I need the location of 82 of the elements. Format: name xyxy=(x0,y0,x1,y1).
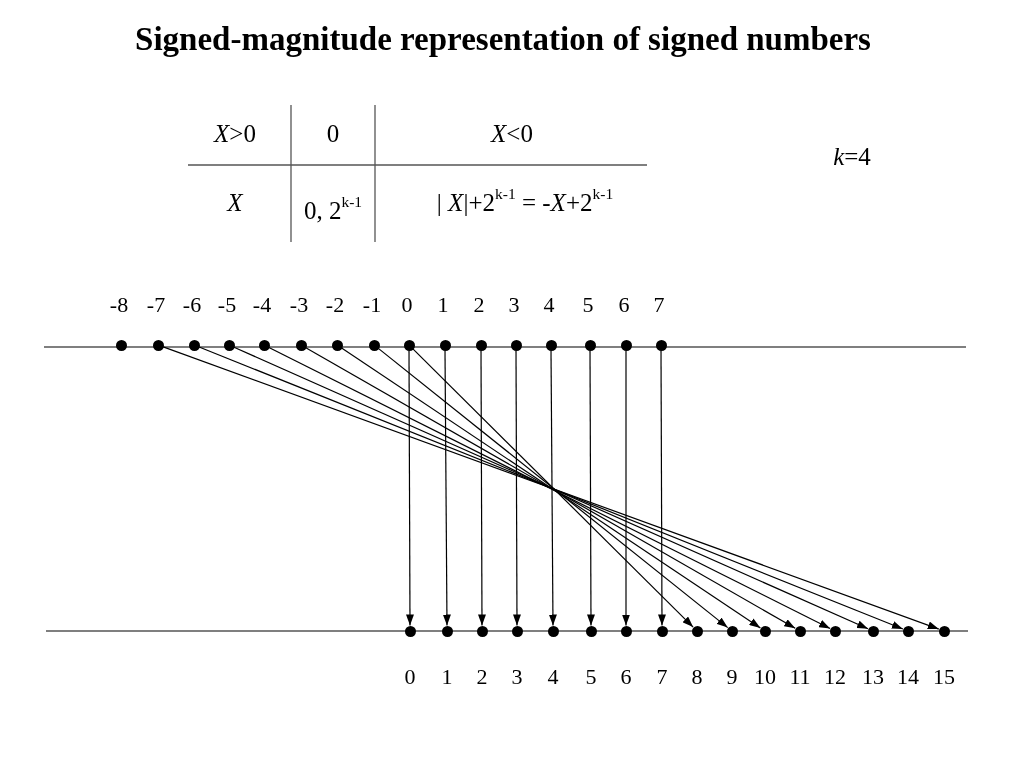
point-marker xyxy=(691,625,703,637)
column-heading: X>0 xyxy=(214,120,256,148)
point-marker xyxy=(403,339,415,351)
point-marker xyxy=(188,339,200,351)
number-label: 4 xyxy=(543,293,555,317)
number-label: 13 xyxy=(862,665,884,689)
point-marker xyxy=(152,339,164,351)
number-label: 3 xyxy=(508,293,520,317)
point-marker xyxy=(439,339,451,351)
number-label: -4 xyxy=(252,293,272,317)
number-label: -8 xyxy=(109,293,129,317)
number-label: 12 xyxy=(824,665,846,689)
mapping-arrow xyxy=(586,349,595,627)
number-label: 2 xyxy=(476,665,488,689)
parameter-label: k=4 xyxy=(833,143,871,171)
point-marker xyxy=(476,625,488,637)
number-label: 3 xyxy=(511,665,523,689)
point-marker xyxy=(115,339,127,351)
point-marker xyxy=(545,339,557,351)
number-label: 4 xyxy=(547,665,559,689)
mapping-arrow xyxy=(442,349,451,627)
mapping-arrow xyxy=(512,349,521,627)
column-heading: X<0 xyxy=(491,120,533,148)
mapping-arrow xyxy=(548,349,557,627)
number-label: 2 xyxy=(473,293,485,317)
number-label: 15 xyxy=(933,665,955,689)
number-label: 5 xyxy=(582,293,594,317)
point-marker xyxy=(547,625,559,637)
point-marker xyxy=(759,625,771,637)
encoding-formula: 0, 2$^{k-1}$ xyxy=(302,192,364,226)
number-label: 7 xyxy=(656,665,668,689)
number-label: 5 xyxy=(585,665,597,689)
mapping-arrow xyxy=(477,349,486,627)
point-marker xyxy=(404,625,416,637)
column-heading: 0 xyxy=(326,120,340,148)
number-label: 1 xyxy=(437,293,449,317)
number-label: 0 xyxy=(404,665,416,689)
point-marker xyxy=(258,339,270,351)
number-label: 14 xyxy=(897,665,919,689)
point-marker xyxy=(620,339,632,351)
number-label: 7 xyxy=(653,293,665,317)
number-label: 9 xyxy=(726,665,738,689)
point-marker xyxy=(223,339,235,351)
point-marker xyxy=(510,339,522,351)
number-label: -1 xyxy=(362,293,382,317)
encoding-formula: X xyxy=(227,189,243,217)
number-label: -5 xyxy=(217,293,237,317)
mapping-arrow xyxy=(412,348,694,628)
number-label: 0 xyxy=(401,293,413,317)
number-label: 1 xyxy=(441,665,453,689)
point-marker xyxy=(511,625,523,637)
point-marker xyxy=(331,339,343,351)
number-label: 6 xyxy=(618,293,630,317)
point-marker xyxy=(867,625,879,637)
number-label: 8 xyxy=(691,665,703,689)
point-marker xyxy=(829,625,841,637)
number-label: 6 xyxy=(620,665,632,689)
point-marker xyxy=(902,625,914,637)
point-marker xyxy=(295,339,307,351)
mapping-arrow xyxy=(657,349,666,627)
point-marker xyxy=(441,625,453,637)
number-label: 11 xyxy=(789,665,811,689)
title: Signed-magnitude representation of signed numbers xyxy=(135,21,871,57)
point-marker xyxy=(620,625,632,637)
point-marker xyxy=(656,625,668,637)
point-marker xyxy=(368,339,380,351)
point-marker xyxy=(584,339,596,351)
mapping-arrow xyxy=(405,349,414,627)
point-marker xyxy=(585,625,597,637)
point-marker xyxy=(475,339,487,351)
mapping-arrow xyxy=(377,347,729,629)
mapping-arrow xyxy=(622,349,630,627)
point-marker xyxy=(938,625,950,637)
encoding-formula: | X|+2$^{k-1}$ = -X+2$^{k-1}$ xyxy=(436,189,614,217)
number-label: 10 xyxy=(754,665,776,689)
number-label: -2 xyxy=(325,293,345,317)
point-marker xyxy=(655,339,667,351)
number-label: -3 xyxy=(289,293,309,317)
point-marker xyxy=(726,625,738,637)
point-marker xyxy=(794,625,806,637)
number-label: -7 xyxy=(146,293,166,317)
number-label: -6 xyxy=(182,293,202,317)
